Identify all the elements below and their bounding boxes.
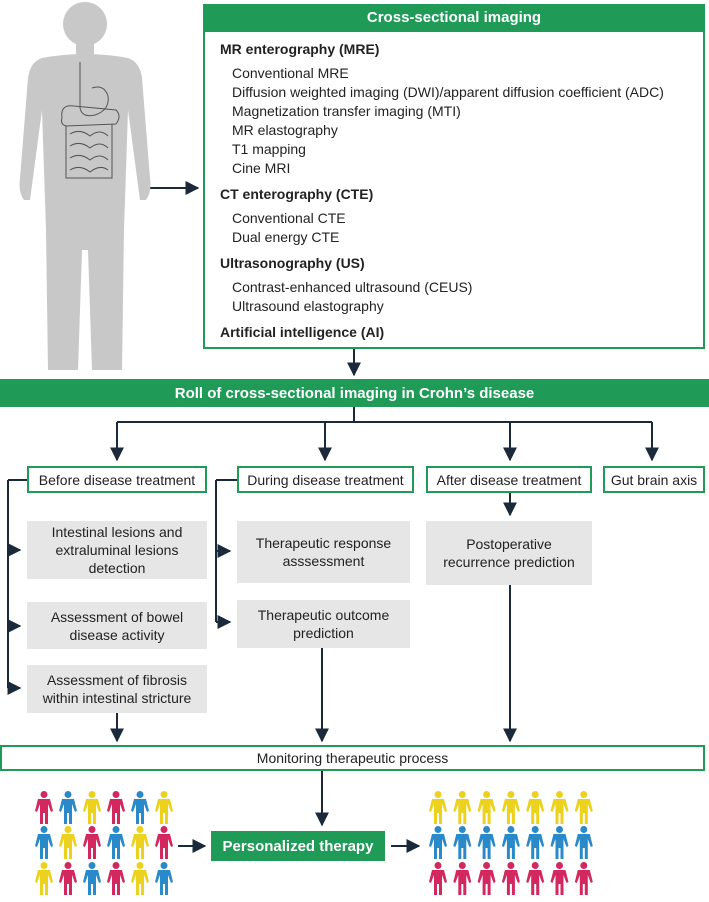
person-icon [155,791,173,824]
modality-item: Magnetization transfer imaging (MTI) [232,103,461,119]
person-icon [453,826,472,859]
modality-item: T1 mapping [232,141,306,157]
person-icon [501,862,520,895]
imaging-modalities-box: MR enterography (MRE) Conventional MRE Dif… [203,30,705,349]
person-icon [453,791,472,824]
therapeutic-response-box: Therapeutic response asssessment [237,521,410,583]
modality-item: Conventional MRE [232,65,349,81]
modality-item: MR elastography [232,122,338,138]
person-icon [107,826,125,859]
person-icon [477,791,496,824]
person-icon [429,862,447,895]
person-icon [59,826,77,859]
person-icon [83,791,101,824]
person-icon [131,862,149,895]
person-icon [35,862,53,895]
person-icon [501,791,520,824]
role-of-imaging-header: Roll of cross-sectional imaging in Crohn… [0,379,709,407]
during-treatment-header: During disease treatment [237,466,414,493]
person-icon [550,826,569,859]
modality-item: Dual energy CTE [232,229,340,245]
person-icon [574,862,593,895]
before-treatment-header: Before disease treatment [27,466,207,493]
recurrence-prediction-box: Postoperative recurrence prediction [426,521,592,585]
person-icon [35,791,53,824]
person-icon [429,826,447,859]
person-icon [155,826,173,859]
person-icon [453,862,472,895]
person-icon [574,791,593,824]
person-icon [429,791,447,824]
modality-heading: MR enterography (MRE) [220,41,380,57]
modality-item: Contrast-enhanced ultrasound (CEUS) [232,279,473,295]
person-icon [526,826,545,859]
person-icon [131,826,149,859]
monitoring-box: Monitoring therapeutic process [0,745,705,771]
modality-item: Cine MRI [232,160,291,176]
modality-heading: Artificial intelligence (AI) [220,324,385,340]
person-icon [526,862,545,895]
after-treatment-header: After disease treatment [426,466,592,493]
person-icon [550,791,569,824]
person-icon [477,826,496,859]
person-icon [107,862,125,895]
person-icon [574,826,593,859]
person-icon [59,862,77,895]
modality-item: Diffusion weighted imaging (DWI)/apparen… [232,84,664,100]
person-icon [83,826,101,859]
lesion-detection-box: Intestinal lesions and extraluminal lesi… [27,521,207,579]
person-icon [59,791,77,824]
person-icon [131,791,149,824]
personalized-therapy-box: Personalized therapy [211,831,385,861]
therapeutic-outcome-box: Therapeutic outcome prediction [237,600,410,648]
person-icon [155,862,173,895]
modality-heading: CT enterography (CTE) [220,186,374,202]
gut-brain-axis-header: Gut brain axis [603,466,705,493]
person-icon [35,826,53,859]
person-icon [83,862,101,895]
person-icon [526,791,545,824]
cross-sectional-imaging-header: Cross-sectional imaging [203,4,705,30]
person-icon [501,826,520,859]
person-icon [477,862,496,895]
disease-activity-box: Assessment of bowel disease activity [27,602,207,649]
modality-item: Ultrasound elastography [232,298,384,314]
person-icon [107,791,125,824]
modality-heading: Ultrasonography (US) [220,255,365,271]
modality-item: Conventional CTE [232,210,346,226]
person-icon [550,862,569,895]
fibrosis-assessment-box: Assessment of fibrosis within intestinal… [27,665,207,713]
